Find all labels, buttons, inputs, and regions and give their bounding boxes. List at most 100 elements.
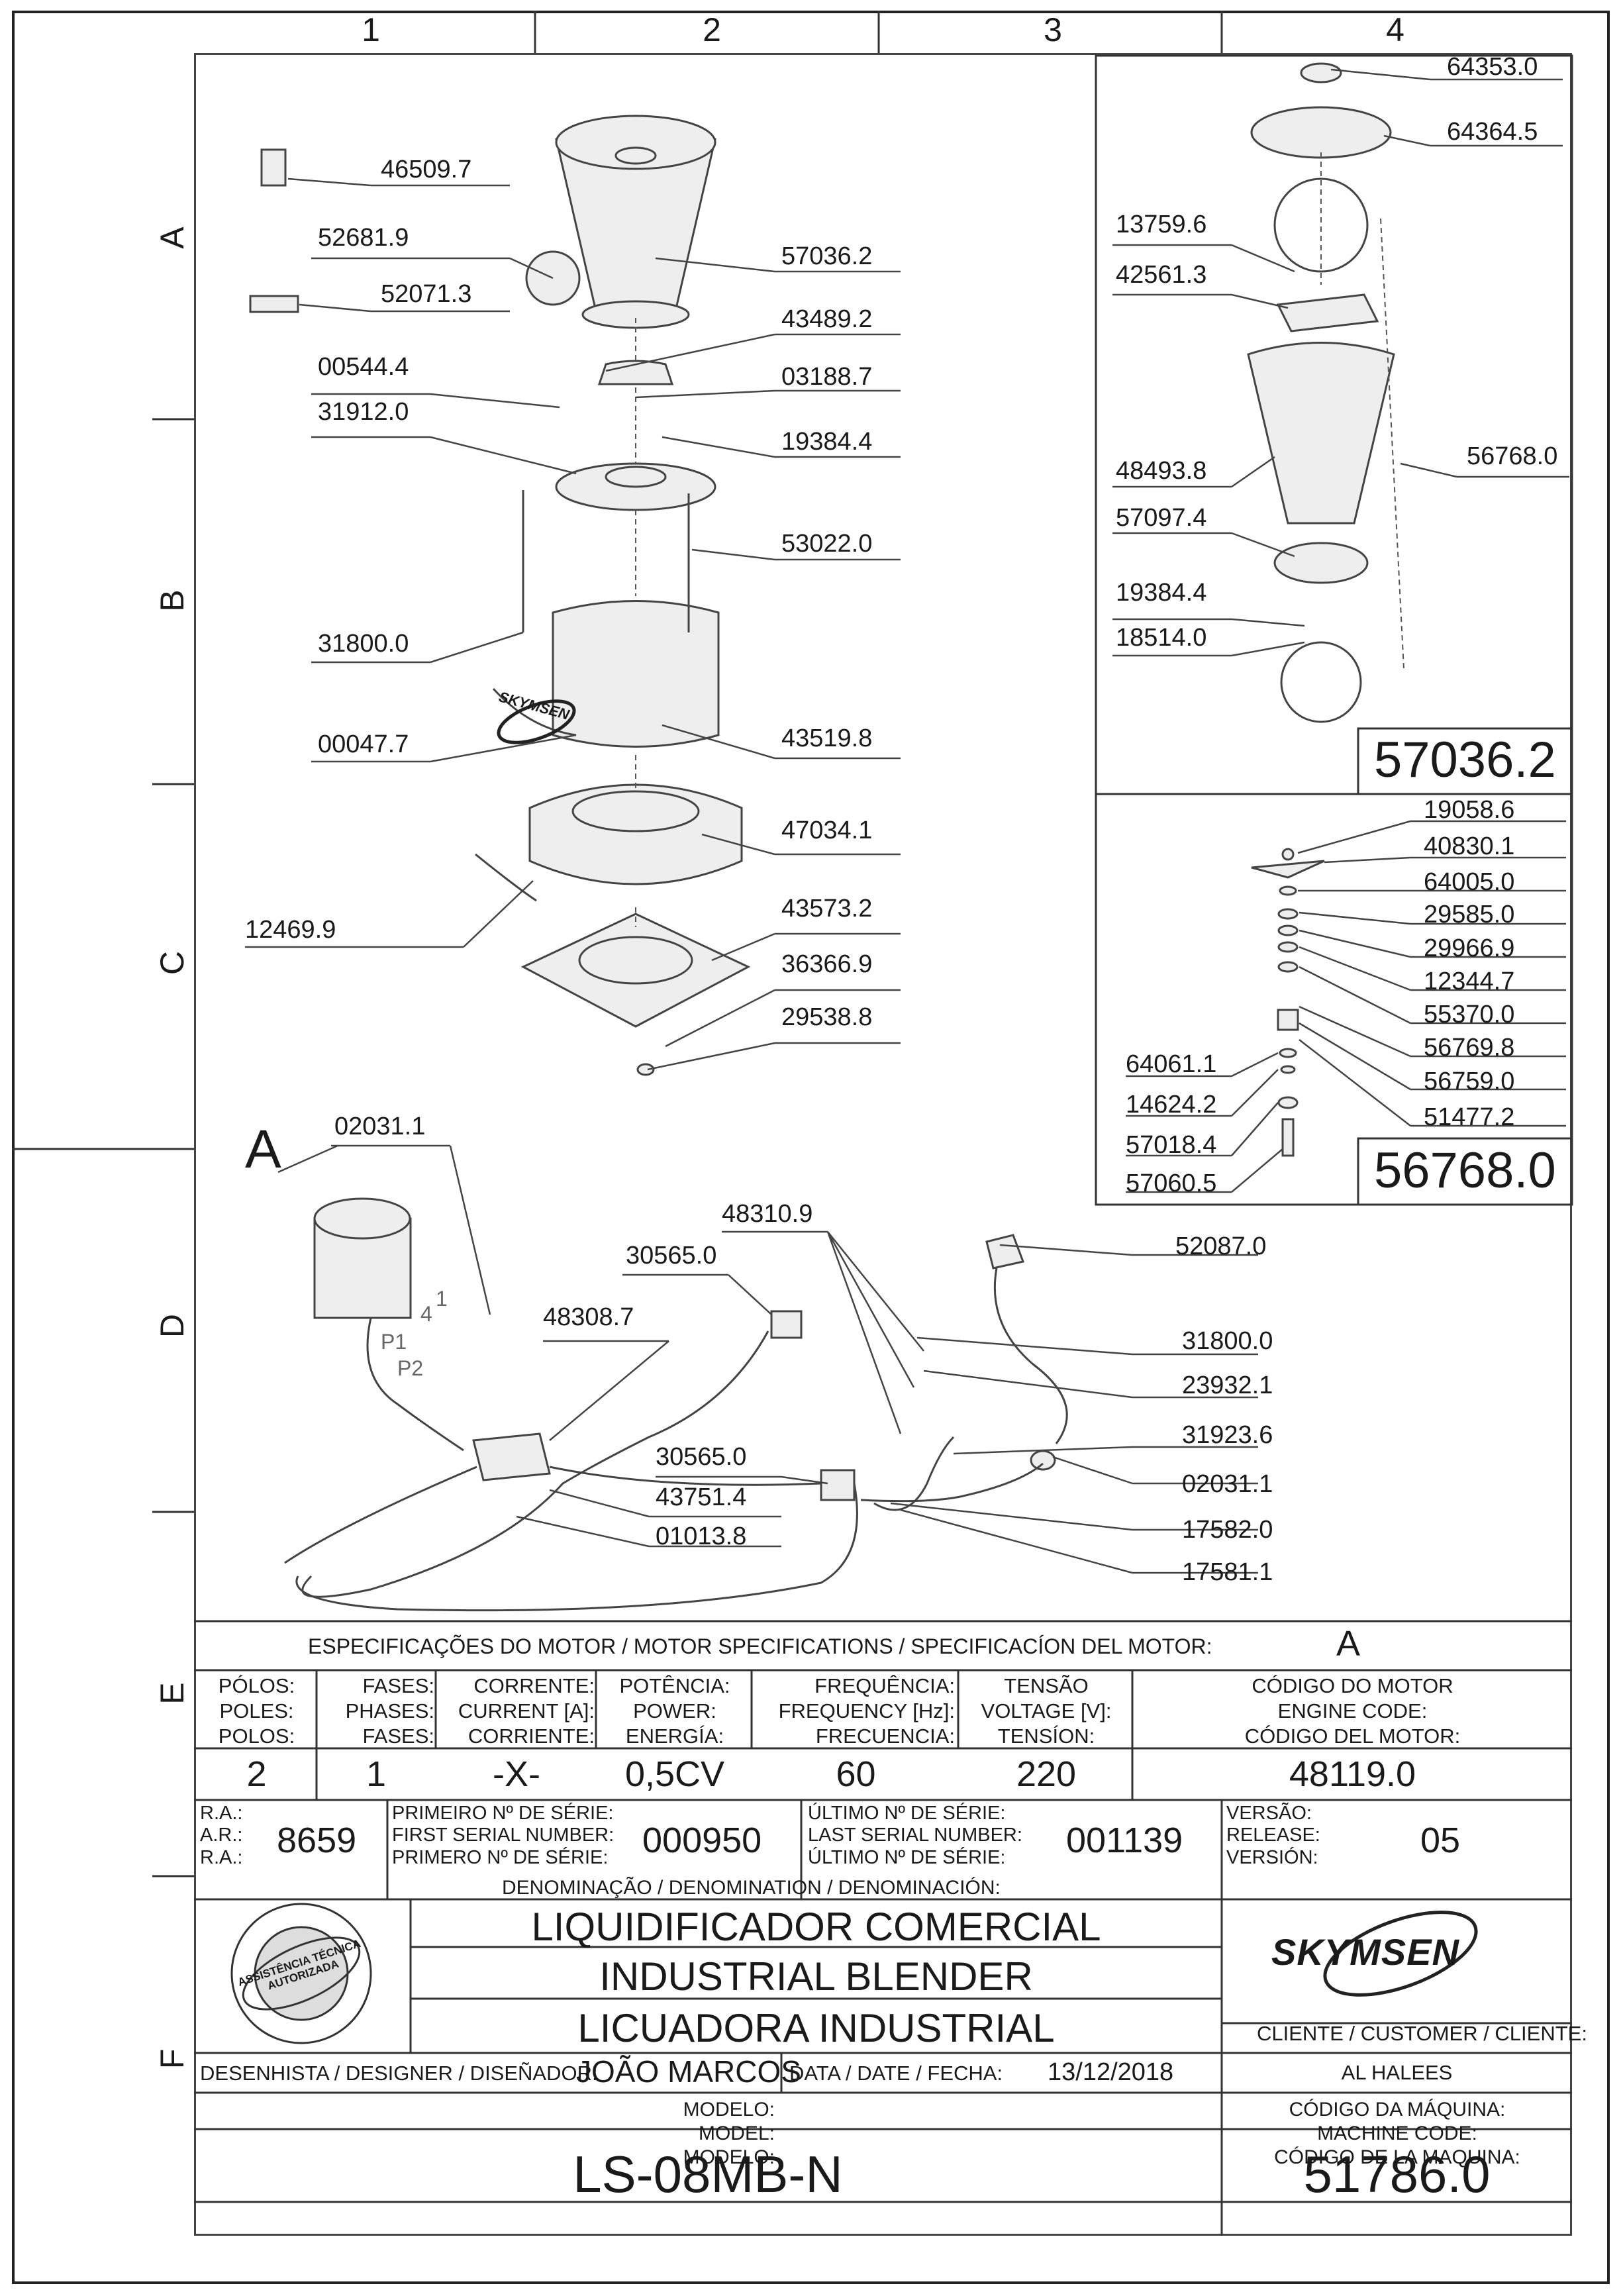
name-pt: LIQUIDIFICADOR COMERCIAL [531,1905,1101,1949]
part-label: 30565.0 [656,1443,747,1471]
motor-spec-title: ESPECIFICAÇÕES DO MOTOR / MOTOR SPECIFIC… [308,1634,1212,1658]
part-label: 43751.4 [656,1483,747,1511]
part-label: 19058.6 [1424,796,1515,824]
value-power: 0,5CV [624,1754,725,1794]
part-label: 56759.0 [1424,1068,1515,1095]
part-label: 43573.2 [781,895,873,923]
part-label: 57036.2 [781,242,873,270]
motor-terminal-label: P1 [381,1330,407,1354]
part-label: 42561.3 [1116,261,1207,289]
part-label: 31800.0 [318,630,409,658]
part-label: 48308.7 [543,1303,634,1331]
column-4: 4 [1386,11,1404,48]
part-label: 56769.8 [1424,1034,1515,1062]
value-frequency: 60 [836,1754,876,1794]
part-label: 55370.0 [1424,1001,1515,1028]
part-label: 13759.6 [1116,211,1207,238]
part-label: 52087.0 [1175,1232,1267,1260]
jar-assembly-code: 57036.2 [1374,732,1556,788]
part-label: 30565.0 [626,1242,717,1270]
designer-label: DESENHISTA / DESIGNER / DISEÑADOR: [200,2062,598,2085]
designer-value: JOÃO MARCOS [576,2054,801,2089]
client-value: AL HALEES [1341,2061,1453,2084]
part-label: 52071.3 [381,280,472,308]
value-engine-code: 48119.0 [1289,1754,1416,1794]
part-label: 00047.7 [318,730,409,758]
part-label: 23932.1 [1182,1372,1273,1399]
part-label: 43489.2 [781,305,873,333]
part-label: 17582.0 [1182,1516,1273,1544]
motor-spec-ref: A [1336,1624,1361,1664]
blade-assembly-code: 56768.0 [1374,1142,1556,1199]
part-label: 57097.4 [1116,504,1207,532]
version-labels: VERSÃO:RELEASE:VERSIÓN: [1226,1803,1320,1868]
first-serial-value: 000950 [642,1821,762,1860]
part-label: 40830.1 [1424,832,1515,860]
header-frequency: FREQUÊNCIA:FREQUENCY [Hz]:FRECUENCIA: [778,1674,955,1748]
first-serial-labels: PRIMEIRO Nº DE SÉRIE:FIRST SERIAL NUMBER… [392,1803,615,1868]
client-label: CLIENTE / CUSTOMER / CLIENTE: [1257,2022,1587,2045]
part-label: 18514.0 [1116,624,1207,652]
part-label: 29966.9 [1424,934,1515,962]
sheet-border [12,11,1610,2284]
part-label: 52681.9 [318,224,409,252]
header-poles: PÓLOS:POLES:POLOS: [218,1674,295,1748]
part-label: 12469.9 [245,916,336,944]
part-label: 02031.1 [1182,1470,1273,1498]
part-label: 14624.2 [1126,1091,1217,1119]
part-label: 64005.0 [1424,868,1515,896]
motor-terminal-label: 1 [436,1287,448,1311]
part-label: 51477.2 [1424,1103,1515,1131]
part-label: 47034.1 [781,817,873,844]
part-label: 46509.7 [381,156,472,183]
column-2: 2 [703,11,721,48]
header-power: POTÊNCIA:POWER:ENERGÍA: [619,1674,730,1748]
part-label: 57060.5 [1126,1170,1217,1197]
date-value: 13/12/2018 [1048,2058,1174,2086]
detail-label: A [245,1119,281,1179]
machine-code-value: 51786.0 [1303,2145,1491,2203]
header-current: CORRENTE:CURRENT [A]:CORRIENTE: [458,1674,595,1748]
column-1: 1 [362,11,380,48]
part-label: 19384.4 [781,428,873,456]
part-label: 03188.7 [781,363,873,391]
part-label: 19384.4 [1116,579,1207,607]
model-labels: MODELO:MODEL:MODELO: [683,2099,775,2168]
model-value: LS-08MB-N [573,2145,843,2203]
part-label: 64061.1 [1126,1050,1217,1078]
part-label: 02031.1 [334,1113,426,1140]
value-current: -X- [493,1754,540,1794]
part-label: 31912.0 [318,398,409,426]
part-label: 29585.0 [1424,901,1515,928]
part-label: 53022.0 [781,530,873,558]
column-3: 3 [1044,11,1062,48]
part-label: 43519.8 [781,724,873,752]
last-serial-value: 001139 [1066,1821,1183,1860]
last-serial-labels: ÚLTIMO Nº DE SÉRIE:LAST SERIAL NUMBER:ÚL… [808,1803,1022,1868]
header-phases: FASES:PHASES:FASES: [345,1674,434,1748]
ra-value: 8659 [277,1821,357,1860]
machine-code-labels: CÓDIGO DA MÁQUINA:MACHINE CODE:CÓDIGO DE… [1274,2099,1520,2168]
part-label: 31800.0 [1182,1327,1273,1355]
date-label: DATA / DATE / FECHA: [789,2062,1003,2085]
denomination-label: DENOMINAÇÃO / DENOMINATION / DENOMINACIÓ… [502,1877,1001,1899]
motor-terminal-label: P2 [397,1356,424,1380]
value-phases: 1 [366,1754,387,1794]
part-label: 17581.1 [1182,1558,1273,1586]
name-en: INDUSTRIAL BLENDER [599,1954,1033,1999]
part-label: 64353.0 [1447,53,1538,81]
part-label: 29538.8 [781,1003,873,1031]
part-label: 00544.4 [318,353,409,381]
part-label: 31923.6 [1182,1421,1273,1449]
ra-labels: R.A.:A.R.:R.A.: [200,1803,243,1868]
name-es: LICUADORA INDUSTRIAL [577,2006,1055,2050]
part-label: 01013.8 [656,1522,747,1550]
part-label: 56768.0 [1467,442,1558,470]
value-poles: 2 [246,1754,267,1794]
motor-terminal-label: 4 [420,1302,432,1326]
part-label: 57018.4 [1126,1131,1217,1159]
part-label: 48310.9 [722,1200,813,1228]
